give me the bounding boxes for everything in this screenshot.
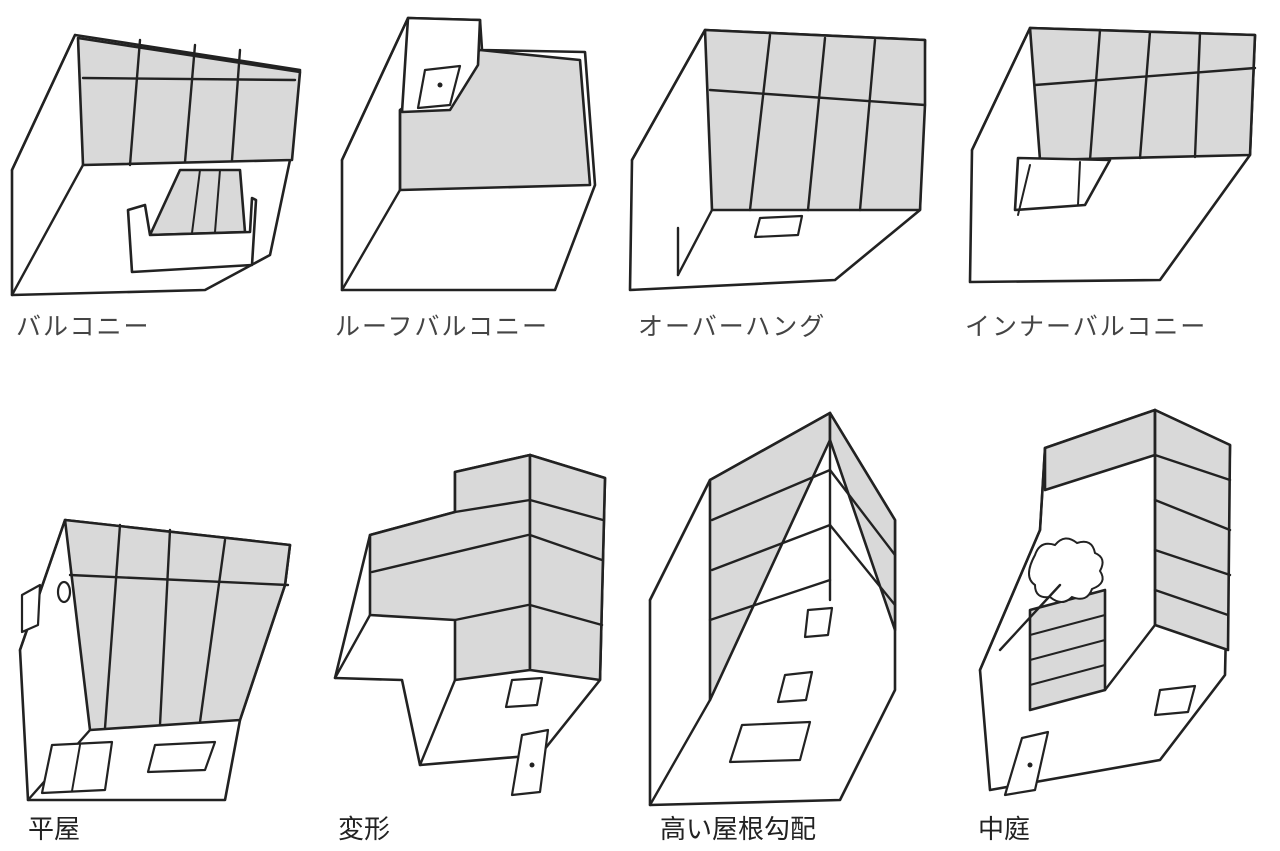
caption-roof-balcony: ルーフバルコニー [335, 314, 549, 339]
caption-flat-house: 平屋 [28, 817, 80, 843]
sketch-irregular-shape [335, 455, 605, 795]
sketch-overhang [630, 30, 925, 290]
caption-courtyard: 中庭 [978, 817, 1030, 843]
caption-inner-balcony: インナーバルコニー [965, 314, 1207, 339]
caption-steep-roof-pitch: 高い屋根勾配 [660, 817, 816, 843]
sketch-balcony [12, 35, 300, 295]
sketch-steep-roof-pitch [650, 413, 895, 805]
sketch-courtyard [980, 410, 1230, 795]
caption-overhang: オーバーハング [638, 314, 826, 339]
caption-balcony: バルコニー [16, 314, 151, 339]
sketch-inner-balcony [970, 28, 1255, 282]
sketch-roof-balcony [342, 18, 595, 290]
caption-irregular-shape: 変形 [338, 817, 390, 843]
sketch-flat-house [20, 520, 290, 800]
